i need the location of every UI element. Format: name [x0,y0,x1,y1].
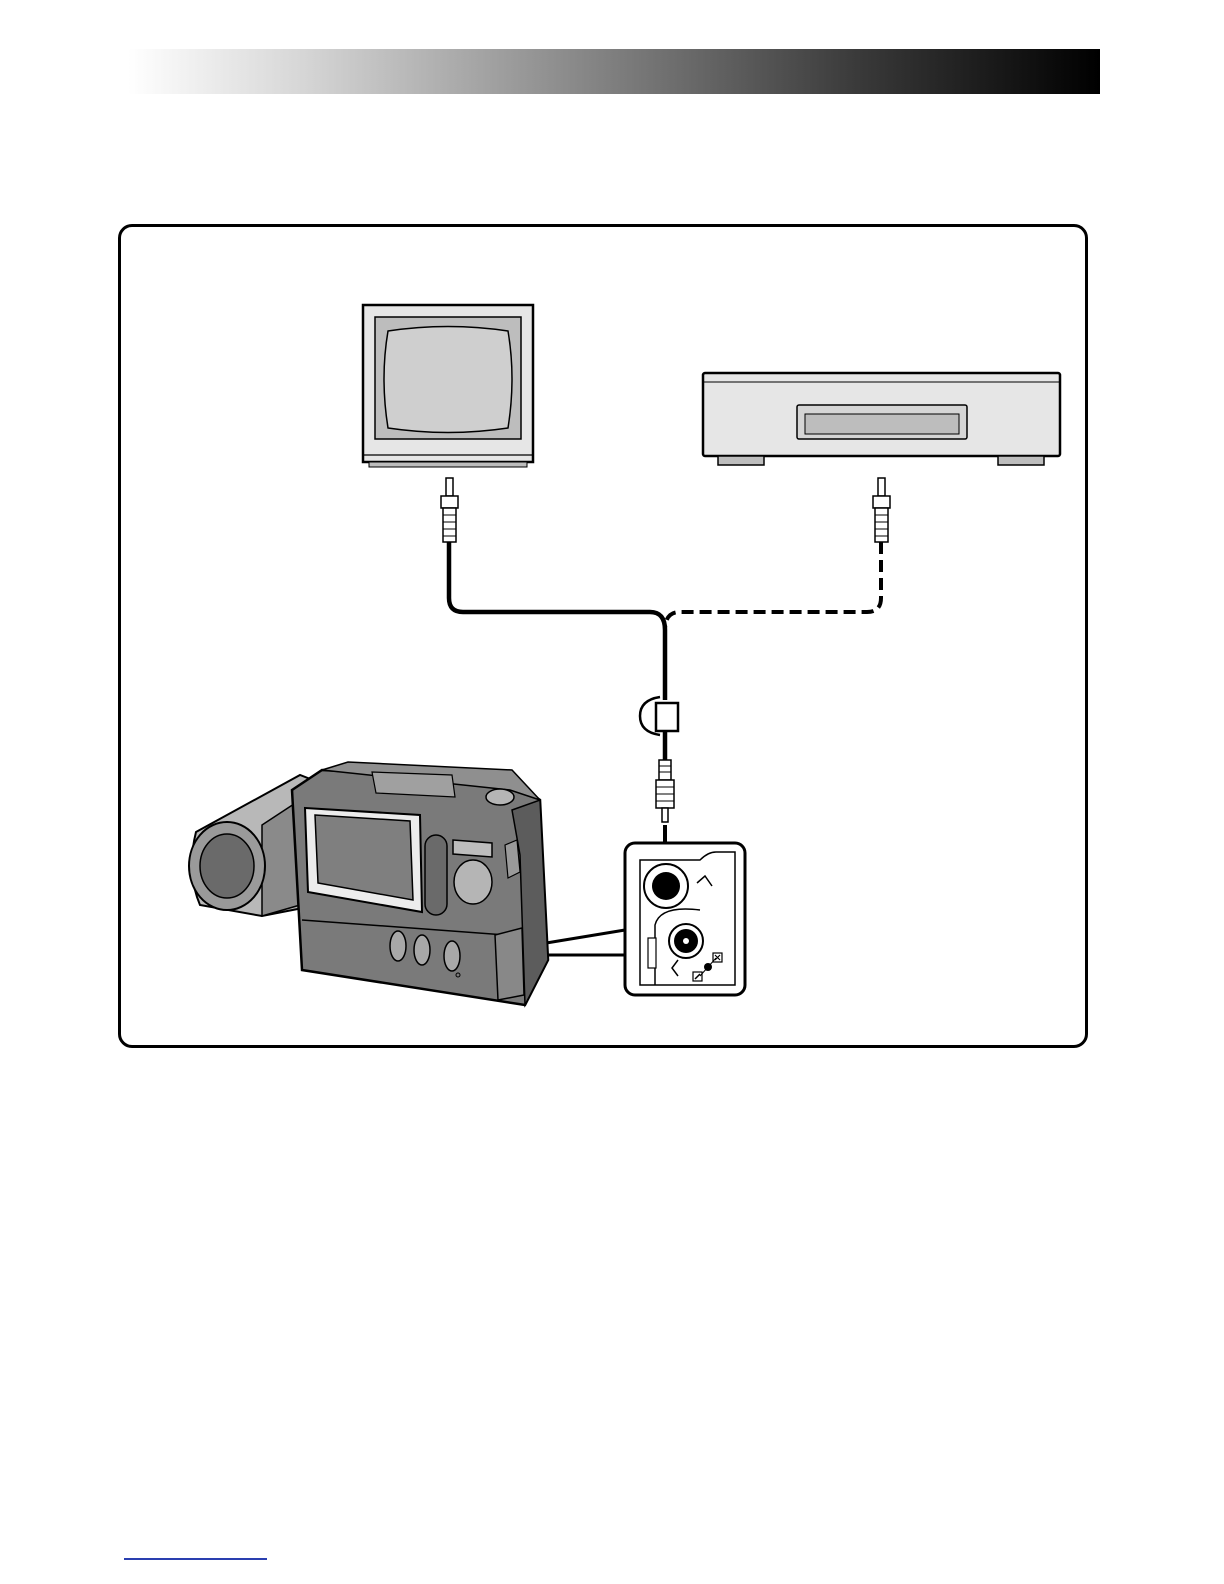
rca-plug-vcr [873,478,890,542]
tv-screen [384,327,512,433]
vcr-foot-left [718,456,764,465]
camcorder-illustration [189,762,548,1005]
av-jack-panel-inset [625,843,745,995]
vcr-foot-right [998,456,1044,465]
ferrite-core [640,697,678,735]
footer-rule [124,1558,267,1560]
cable-to-tv [449,542,665,700]
cable-to-vcr [665,542,881,630]
television-illustration [363,305,533,467]
av-jack-icon [652,872,680,900]
mini-plug [656,760,674,822]
vcr-illustration [703,373,1060,465]
rca-plug-tv [441,478,458,542]
